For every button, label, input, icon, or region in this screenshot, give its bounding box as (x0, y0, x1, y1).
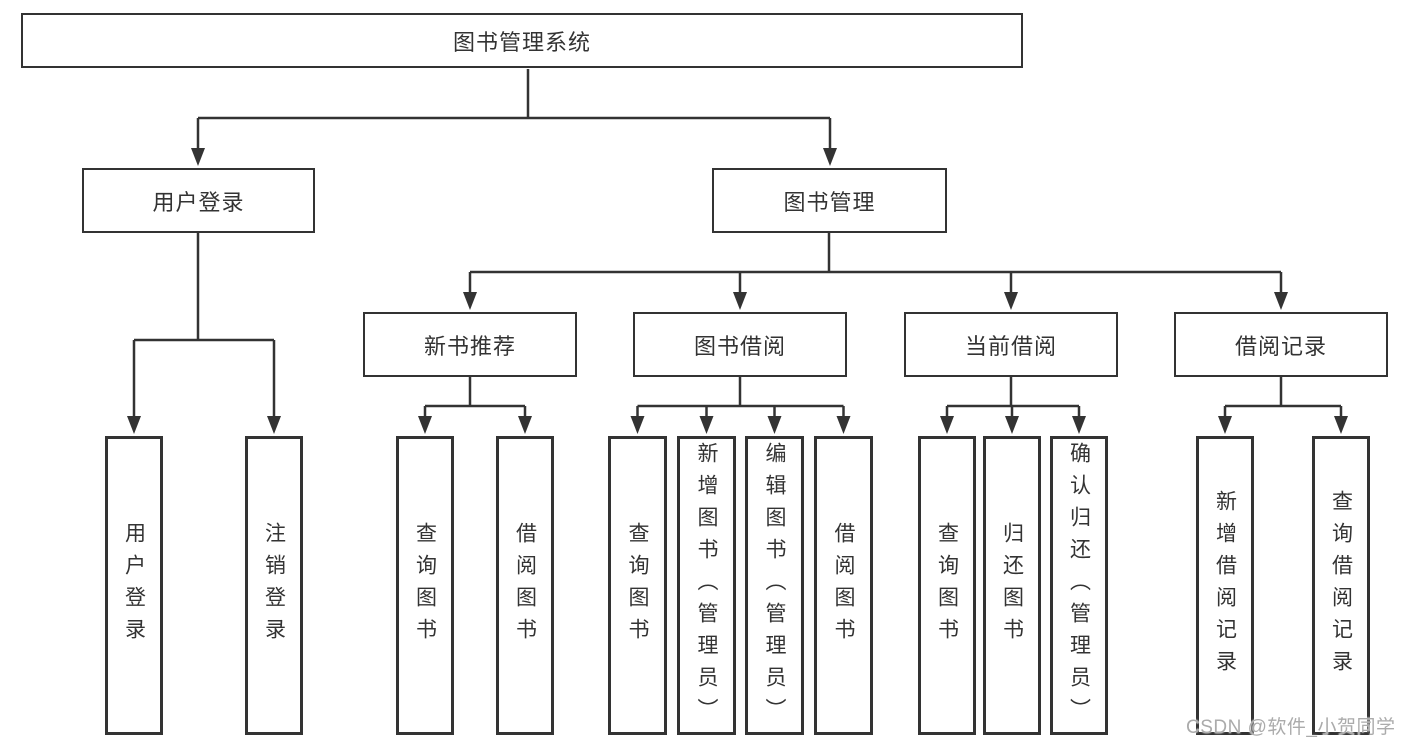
arrowheads (127, 148, 1348, 434)
arrow-down-icon (1334, 416, 1348, 434)
arrow-down-icon (823, 148, 837, 166)
leaf-return-books: 归还图书 (983, 436, 1041, 735)
arrow-down-icon (1218, 416, 1232, 434)
arrow-down-icon (836, 416, 851, 434)
node-label: 查询图书 (413, 521, 437, 650)
node-label: 注销登录 (262, 521, 286, 650)
node-label: 查询借阅记录 (1329, 489, 1353, 682)
arrow-down-icon (267, 416, 281, 434)
connector-elbows (132, 69, 1343, 420)
leaf-current-query-books: 查询图书 (918, 436, 976, 735)
node-label: 借阅图书 (513, 521, 537, 650)
arrow-down-icon (463, 292, 477, 310)
node-borrow-records: 借阅记录 (1174, 312, 1388, 377)
arrow-down-icon (1072, 416, 1086, 434)
node-label: 新增图书（管理员） (695, 441, 718, 730)
leaf-recommend-borrow-books: 借阅图书 (496, 436, 554, 735)
arrow-down-icon (1274, 292, 1288, 310)
arrow-down-icon (127, 416, 141, 434)
arrow-down-icon (1004, 292, 1018, 310)
arrow-down-icon (940, 416, 954, 434)
node-label: 查询图书 (626, 521, 649, 650)
leaf-logout: 注销登录 (245, 436, 303, 735)
arrow-down-icon (1005, 416, 1019, 434)
arrow-down-icon (699, 416, 714, 434)
leaf-user-login: 用户登录 (105, 436, 163, 735)
node-label: 新增借阅记录 (1213, 489, 1237, 682)
node-label: 图书管理系统 (452, 29, 591, 55)
leaf-add-books-admin: 新增图书（管理员） (677, 436, 736, 735)
node-label: 用户登录 (152, 189, 245, 215)
leaf-borrow-query-books: 查询图书 (608, 436, 667, 735)
csdn-watermark: CSDN @软件_小贺同学 (1186, 717, 1396, 738)
node-label: 查询图书 (935, 521, 959, 650)
node-library-system: 图书管理系统 (21, 13, 1023, 68)
node-label: 当前借阅 (964, 333, 1057, 359)
node-label: 新书推荐 (423, 333, 516, 359)
arrow-down-icon (630, 416, 645, 434)
arrow-down-icon (733, 292, 747, 310)
arrow-down-icon (418, 416, 432, 434)
node-label: 编辑图书（管理员） (763, 441, 786, 730)
node-label: 图书借阅 (693, 333, 786, 359)
arrow-down-icon (518, 416, 532, 434)
leaf-borrow-books: 借阅图书 (814, 436, 873, 735)
node-book-management: 图书管理 (712, 168, 947, 233)
node-book-borrow: 图书借阅 (633, 312, 847, 377)
node-label: 确认归还（管理员） (1067, 441, 1091, 730)
leaf-confirm-return-admin: 确认归还（管理员） (1050, 436, 1108, 735)
leaf-recommend-query-books: 查询图书 (396, 436, 454, 735)
arrow-down-icon (191, 148, 205, 166)
node-label: 借阅记录 (1234, 333, 1327, 359)
node-label: 用户登录 (122, 521, 146, 650)
node-user-login: 用户登录 (82, 168, 315, 233)
node-current-borrow: 当前借阅 (904, 312, 1118, 377)
leaf-query-borrow-record: 查询借阅记录 (1312, 436, 1370, 735)
leaf-edit-books-admin: 编辑图书（管理员） (745, 436, 804, 735)
node-label: 归还图书 (1000, 521, 1024, 650)
arrow-down-icon (767, 416, 782, 434)
leaf-add-borrow-record: 新增借阅记录 (1196, 436, 1254, 735)
node-label: 借阅图书 (832, 521, 855, 650)
node-label: 图书管理 (783, 189, 876, 215)
node-new-book-recommend: 新书推荐 (363, 312, 577, 377)
